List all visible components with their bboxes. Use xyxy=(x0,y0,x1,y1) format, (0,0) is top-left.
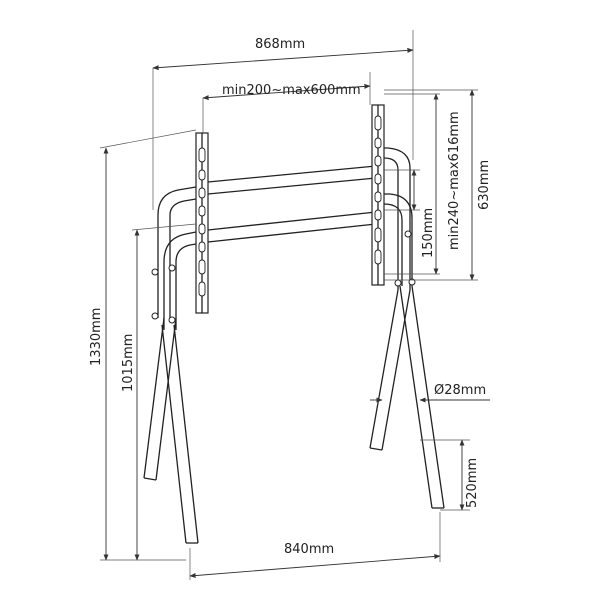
dim-plate-height: 630mm xyxy=(384,89,492,281)
left-upright-front xyxy=(163,231,197,330)
label-tube-diameter: Ø28mm xyxy=(434,383,486,398)
dim-base-width: 840mm xyxy=(189,512,441,580)
crossbar-top xyxy=(207,165,377,195)
dim-foot-height: 520mm xyxy=(420,439,480,511)
label-base-width: 840mm xyxy=(284,542,334,557)
label-total-height: 1330mm xyxy=(89,308,104,366)
dim-overall-width: 868mm xyxy=(152,30,414,210)
dim-vesa-horizontal: min200~max600mm xyxy=(202,72,371,133)
label-foot-height: 520mm xyxy=(465,458,480,508)
clamp-knobs xyxy=(151,230,416,324)
right-upright-rear xyxy=(383,147,411,290)
dim-mount-height: 1015mm xyxy=(121,223,197,561)
label-vesa-vertical: min240~max616mm xyxy=(447,111,462,250)
dim-total-height: 1330mm xyxy=(89,129,197,561)
rear-leg-left xyxy=(143,317,177,481)
label-overall-width: 868mm xyxy=(255,37,305,52)
dim-adjust-range: 150mm xyxy=(384,169,436,258)
front-leg-left xyxy=(161,324,199,544)
rear-leg-right xyxy=(369,289,411,451)
right-upright-front xyxy=(383,193,413,286)
front-leg-right xyxy=(399,285,445,509)
vesa-bracket-right xyxy=(371,104,385,286)
dim-tube-diameter: Ø28mm xyxy=(370,383,490,403)
dim-vesa-vertical: min240~max616mm xyxy=(384,93,462,275)
crossbar-bottom xyxy=(207,211,377,243)
label-plate-height: 630mm xyxy=(477,160,492,210)
label-adjust-range: 150mm xyxy=(421,208,436,258)
label-mount-height: 1015mm xyxy=(121,334,136,392)
vesa-bracket-left xyxy=(195,132,209,314)
label-vesa-horizontal: min200~max600mm xyxy=(222,83,361,98)
left-upright-rear xyxy=(157,186,197,318)
